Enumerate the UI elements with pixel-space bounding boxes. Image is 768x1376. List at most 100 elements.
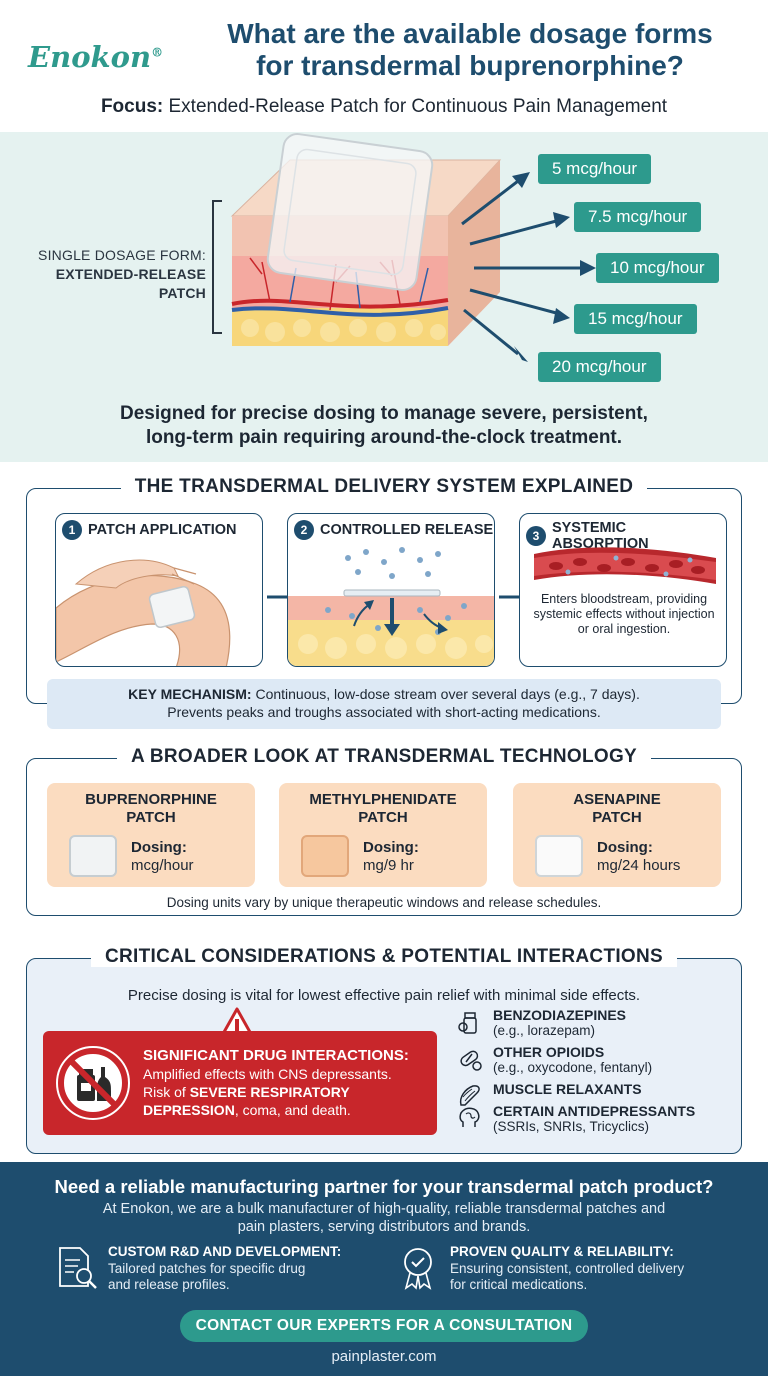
interaction-name: CERTAIN ANTIDEPRESSANTS: [493, 1103, 696, 1119]
card-name-line-1: METHYLPHENIDATE: [309, 791, 457, 808]
feature-desc-line-2: for critical medications.: [450, 1277, 588, 1292]
interaction-name: OTHER OPIOIDS: [493, 1044, 605, 1060]
interaction-example: (e.g., oxycodone, fentanyl): [493, 1060, 653, 1075]
dosing-label: Dosing:: [131, 839, 187, 856]
hero-section: SINGLE DOSAGE FORM: EXTENDED-RELEASE PAT…: [0, 132, 768, 462]
partner-question: Need a reliable manufacturing partner fo…: [54, 1176, 714, 1197]
dosing-units-note: Dosing units vary by unique therapeutic …: [166, 895, 602, 910]
interaction-list: BENZODIAZEPINES (e.g., lorazepam) OTHER …: [457, 1007, 737, 1140]
drug-interaction-warning: SIGNIFICANT DRUG INTERACTIONS: Amplified…: [43, 1031, 437, 1135]
warning-line-1: Amplified effects with CNS depressants.: [143, 1066, 392, 1082]
beige-patch-icon: [301, 835, 349, 877]
contact-experts-button[interactable]: CONTACT OUR EXPERTS FOR A CONSULTATION: [180, 1310, 588, 1342]
pill-bottle-icon: [458, 1012, 477, 1034]
dose-badge-5: 5 mcg/hour: [538, 154, 652, 184]
card-name-line-2: PATCH: [126, 809, 176, 826]
interaction-other-opioids: OTHER OPIOIDS (e.g., oxycodone, fentanyl…: [457, 1044, 737, 1075]
step-number-1: 1: [62, 520, 82, 540]
card-name-line-1: BUPRENORPHINE: [85, 791, 217, 808]
page-title-line-2: for transdermal buprenorphine?: [256, 50, 684, 81]
critical-section-title: CRITICAL CONSIDERATIONS & POTENTIAL INTE…: [90, 946, 678, 967]
hero-caption: Designed for precise dosing to manage se…: [0, 402, 768, 450]
footer-cta-section: Need a reliable manufacturing partner fo…: [0, 1162, 768, 1376]
interaction-benzodiazepines: BENZODIAZEPINES (e.g., lorazepam): [457, 1007, 737, 1038]
company-about: At Enokon, we are a bulk manufacturer of…: [70, 1200, 698, 1236]
header: Enokon® What are the available dosage fo…: [0, 0, 768, 132]
subtitle-text: Extended-Release Patch for Continuous Pa…: [163, 96, 668, 117]
blood-vessel-illustration: [534, 547, 716, 584]
feature-title: PROVEN QUALITY & RELIABILITY:: [450, 1244, 674, 1259]
dosing-label: Dosing:: [597, 839, 653, 856]
registered-mark: ®: [151, 45, 164, 60]
technology-section-title: A BROADER LOOK AT TRANSDERMAL TECHNOLOGY: [117, 746, 651, 767]
delivery-section-title: THE TRANSDERMAL DELIVERY SYSTEM EXPLAINE…: [120, 476, 648, 497]
page-subtitle: Focus: Extended-Release Patch for Contin…: [0, 96, 768, 118]
transdermal-technology-section: A BROADER LOOK AT TRANSDERMAL TECHNOLOGY…: [26, 746, 742, 916]
dosing-value: mg/9 hr: [363, 857, 414, 874]
systemic-absorption-description: Enters bloodstream, providing systemic e…: [533, 592, 715, 636]
document-search-icon: [59, 1247, 97, 1289]
clear-patch-icon: [69, 835, 117, 877]
key-mechanism-text: Continuous, low-dose stream over several…: [251, 686, 640, 702]
key-mechanism-box: KEY MECHANISM: Continuous, low-dose stre…: [47, 679, 721, 729]
arm-patch-illustration: [56, 559, 231, 666]
card-name-line-2: PATCH: [358, 809, 408, 826]
feature-desc-line-1: Tailored patches for specific drug: [108, 1261, 306, 1276]
key-mechanism-line-1: KEY MECHANISM: Continuous, low-dose stre…: [47, 685, 721, 703]
dosage-form-bracket: [212, 200, 222, 334]
key-mechanism-line-2: Prevents peaks and troughs associated wi…: [167, 704, 601, 720]
step-systemic-absorption: 3 SYSTEMIC ABSORPTION Enters bloodstream…: [519, 513, 727, 667]
dose-badge-15: 15 mcg/hour: [574, 304, 697, 334]
dose-badge-20: 20 mcg/hour: [538, 352, 661, 382]
dosage-form-label-line-3: PATCH: [158, 285, 206, 301]
muscle-icon: [459, 1085, 480, 1106]
step-patch-application: 1 PATCH APPLICATION: [55, 513, 263, 667]
interaction-name: MUSCLE RELAXANTS: [493, 1081, 642, 1097]
key-mechanism-label: KEY MECHANISM:: [128, 686, 252, 702]
warning-line-3: DEPRESSION, coma, and death.: [143, 1102, 351, 1118]
dosing-value: mcg/hour: [131, 857, 194, 874]
hero-caption-line-1: Designed for precise dosing to manage se…: [120, 403, 648, 424]
feature-desc-line-1: Ensuring consistent, controlled delivery: [450, 1261, 685, 1276]
interaction-example: (SSRIs, SNRIs, Tricyclics): [493, 1119, 650, 1134]
release-layers-illustration: [288, 547, 494, 666]
dosing-value: mg/24 hours: [597, 857, 681, 874]
card-name-line-1: ASENAPINE: [573, 791, 661, 808]
capsule-icon: [460, 1050, 482, 1071]
dosage-form-label: SINGLE DOSAGE FORM: EXTENDED-RELEASE PAT…: [18, 246, 206, 303]
page-title: What are the available dosage forms for …: [180, 18, 760, 82]
award-ribbon-icon: [404, 1248, 432, 1290]
white-patch-icon: [535, 835, 583, 877]
dosage-form-label-line-1: SINGLE DOSAGE FORM:: [38, 247, 206, 263]
subtitle-key: Focus:: [100, 96, 164, 117]
company-about-line-1: At Enokon, we are a bulk manufacturer of…: [102, 1201, 666, 1217]
step-number-3: 3: [526, 526, 546, 546]
enokon-logo[interactable]: Enokon®: [28, 40, 164, 74]
step-label-2: CONTROLLED RELEASE: [320, 522, 494, 538]
warning-title: SIGNIFICANT DRUG INTERACTIONS:: [143, 1047, 409, 1064]
skin-patch-illustration: [230, 133, 596, 362]
brain-icon: [459, 1107, 480, 1127]
delivery-system-section: THE TRANSDERMAL DELIVERY SYSTEM EXPLAINE…: [26, 476, 742, 729]
dose-badge-10: 10 mcg/hour: [596, 253, 719, 283]
interaction-example: (e.g., lorazepam): [493, 1023, 596, 1038]
website-link[interactable]: painplaster.com: [331, 1348, 437, 1365]
dosing-label: Dosing:: [363, 839, 419, 856]
dosage-form-label-line-2: EXTENDED-RELEASE: [55, 266, 206, 282]
company-about-line-2: pain plasters, serving distributors and …: [237, 1219, 531, 1235]
interaction-muscle-relaxants: MUSCLE RELAXANTS: [457, 1081, 737, 1106]
interaction-name: BENZODIAZEPINES: [493, 1007, 627, 1023]
hero-caption-line-2: long-term pain requiring around-the-cloc…: [145, 427, 623, 448]
critical-lead-text: Precise dosing is vital for lowest effec…: [127, 987, 641, 1004]
step-label-1: PATCH APPLICATION: [88, 522, 237, 538]
feature-title: CUSTOM R&D AND DEVELOPMENT:: [108, 1244, 342, 1259]
dose-badge-7-5: 7.5 mcg/hour: [574, 202, 702, 232]
warning-line-2: Risk of SEVERE RESPIRATORY: [143, 1084, 350, 1100]
no-mixing-drugs-alcohol-icon: [56, 1046, 130, 1120]
interaction-certain-antidepressants: CERTAIN ANTIDEPRESSANTS (SSRIs, SNRIs, T…: [457, 1103, 737, 1134]
page-title-line-1: What are the available dosage forms: [227, 18, 713, 49]
card-name-line-2: PATCH: [592, 809, 642, 826]
